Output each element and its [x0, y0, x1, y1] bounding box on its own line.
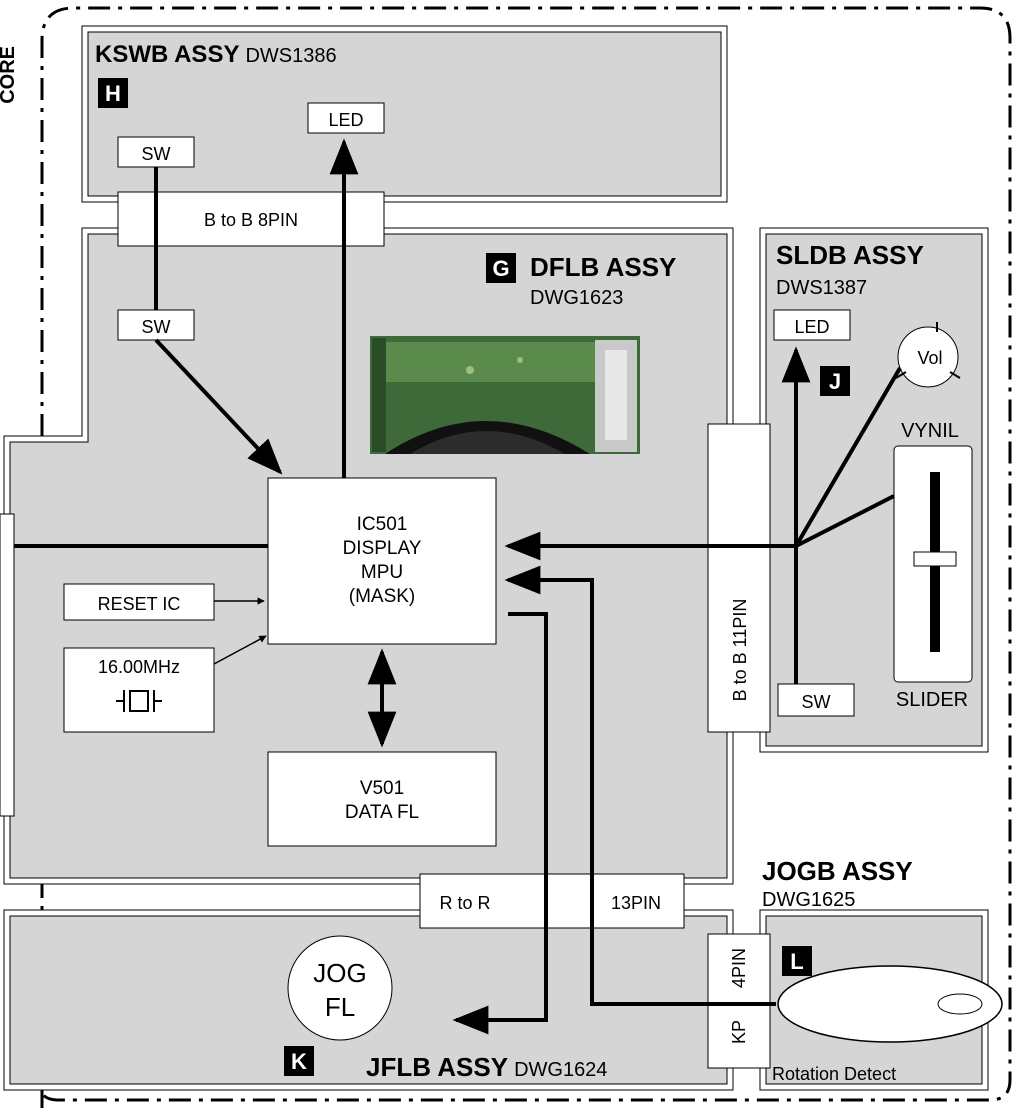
sldb-board: SLDB ASSY DWS1387 LED J Vol VYNIL SLIDER… — [759, 227, 989, 753]
thin-signal-lines — [213, 597, 267, 665]
jflb-badge-letter: K — [291, 1049, 307, 1074]
jog-dial-inner — [937, 993, 983, 1015]
ic501-line3: MPU — [361, 562, 403, 583]
kswb-badge-letter: H — [105, 81, 121, 106]
jflb-badge — [284, 1046, 314, 1076]
slider-label: SLIDER — [896, 689, 968, 711]
reset-ic-box — [63, 583, 215, 621]
dflb-sw-box — [117, 309, 195, 341]
crystal-icon — [116, 690, 162, 712]
ksw-led-box — [307, 102, 385, 134]
crystal-label: 16.00MHz — [98, 657, 180, 677]
kp-label: KP — [729, 1020, 749, 1044]
rtor-label: R to R — [439, 893, 490, 913]
jog-fl-line1: JOG — [313, 958, 366, 988]
dflb-badge-letter: G — [492, 256, 509, 281]
slider-line — [795, 494, 895, 548]
vol-line — [794, 366, 902, 548]
v501-line1: V501 — [360, 778, 404, 799]
jogb-board: JOGB ASSY DWG1625 L Rotation Detect — [759, 856, 1003, 1091]
jog-dial — [777, 965, 1003, 1043]
pin4-kp-connector: 4PIN KP — [707, 933, 771, 1069]
reset-ic-label: RESET IC — [98, 594, 181, 614]
btob11-label: B to B 11PIN — [730, 599, 750, 702]
ic501-line4: (MASK) — [349, 586, 416, 607]
sldb-badge-letter: J — [829, 369, 841, 394]
crystal-line — [213, 635, 267, 665]
ic501-box — [267, 477, 497, 645]
dflb-title: DFLB ASSY — [530, 252, 676, 282]
vol-label: Vol — [917, 348, 942, 368]
jog-rotation-line — [504, 565, 776, 1006]
pin4-label: 4PIN — [729, 948, 749, 988]
ic501-line1: IC501 — [357, 514, 408, 535]
display-board-photo — [370, 336, 640, 454]
sldb-title: SLDB ASSY — [776, 240, 924, 270]
sldb-part: DWS1387 — [776, 277, 867, 299]
slider-knob — [913, 551, 957, 567]
ksw-led-label: LED — [328, 110, 363, 130]
kswb-badge — [98, 78, 128, 108]
dflb-sw-line — [154, 338, 283, 475]
jogb-part: DWG1625 — [762, 889, 855, 911]
core-label: CORE — [0, 46, 19, 104]
dflb-board: G DFLB ASSY DWG1623 SW IC501 DISPLAY MPU… — [3, 227, 734, 885]
left-edge-connector — [0, 513, 15, 817]
jog-fl-line2: FL — [325, 992, 355, 1022]
ksw-sw-label: SW — [142, 144, 171, 164]
dflb-part: DWG1623 — [530, 287, 623, 309]
vynil-label: VYNIL — [901, 420, 959, 442]
rotation-detect-label: Rotation Detect — [772, 1064, 896, 1084]
sld-led-label: LED — [794, 317, 829, 337]
ic501-line2: DISPLAY — [343, 538, 422, 559]
sld-sw-box — [777, 683, 855, 717]
btob11-connector: B to B 11PIN — [707, 423, 771, 733]
jogb-badge — [782, 946, 812, 976]
btob8-label: B to B 8PIN — [204, 210, 298, 230]
signal-lines — [14, 138, 902, 1035]
jog-fl-circle — [287, 935, 393, 1041]
jog-fl-line — [452, 612, 548, 1035]
vol-knob — [897, 326, 959, 388]
dflb-sw-label: SW — [142, 317, 171, 337]
v501-line2: DATA FL — [345, 802, 419, 823]
sld-sw-label: SW — [802, 692, 831, 712]
jogb-title: JOGB ASSY — [762, 856, 913, 886]
rtor-connector: R to R 13PIN — [419, 873, 685, 929]
jogb-badge-letter: L — [790, 949, 803, 974]
dflb-badge — [486, 253, 516, 283]
ksw-sw-box — [117, 136, 195, 168]
pin13-label: 13PIN — [611, 893, 661, 913]
btob8-connector: B to B 8PIN — [117, 191, 385, 247]
sld-led-box — [773, 309, 851, 341]
sldb-badge — [820, 366, 850, 396]
core-boundary: CORE — [0, 6, 1012, 1108]
v501-box — [267, 751, 497, 847]
